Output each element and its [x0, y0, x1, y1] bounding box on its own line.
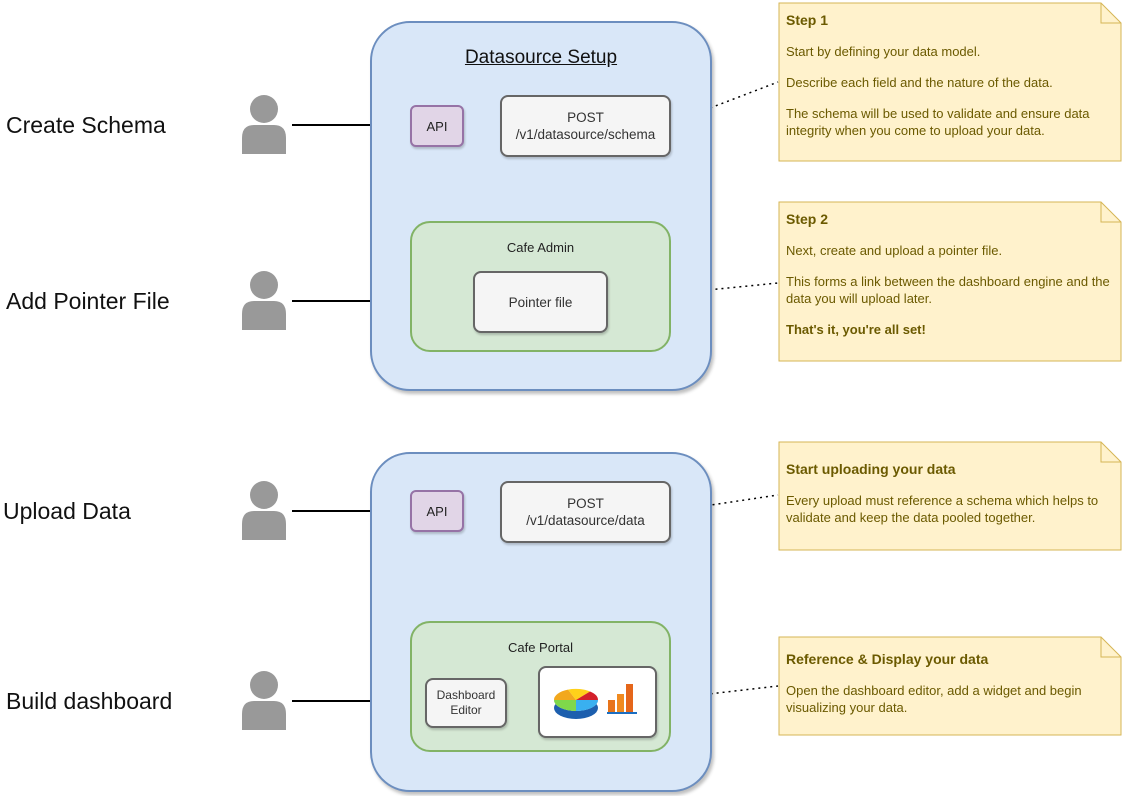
note-shape: [778, 201, 1122, 362]
note-paragraph: Start by defining your data model.: [786, 44, 981, 59]
note-reference-display: Reference & Display your data Open the d…: [778, 636, 1122, 736]
note-shape: [778, 2, 1122, 162]
user-icon: [242, 95, 286, 154]
note-step-1: Step 1 Start by defining your data model…: [778, 2, 1122, 162]
dashboard-editor-line2: Editor: [450, 703, 482, 717]
note-heading: Start uploading your data: [786, 461, 956, 477]
note-shape: [778, 441, 1122, 551]
cafe-admin-title: Cafe Admin: [506, 240, 575, 255]
note-paragraph: Next, create and upload a pointer file.: [786, 243, 1003, 258]
schema-endpoint-box[interactable]: POST /v1/datasource/schema: [500, 95, 671, 157]
dashboard-editor-box[interactable]: Dashboard Editor: [425, 678, 507, 728]
note-start-uploading: Start uploading your data Every upload m…: [778, 441, 1122, 551]
note-paragraph: The schema will be used to validate and …: [786, 106, 1090, 138]
user-icon: [242, 271, 286, 330]
pointer-file-label: Pointer file: [508, 294, 573, 310]
schema-endpoint-method: POST: [567, 110, 604, 125]
lane-label-build-dashboard: Build dashboard: [6, 688, 173, 714]
dashboard-widget-box[interactable]: [538, 666, 657, 738]
note-link-reference: [656, 685, 779, 701]
schema-api-box[interactable]: API: [410, 105, 464, 147]
pie-chart-icon: [553, 688, 598, 719]
user-icon: [242, 671, 286, 730]
note-shape: [778, 636, 1122, 736]
user-icon: [242, 481, 286, 540]
data-endpoint-path: /v1/datasource/data: [526, 513, 645, 528]
cafe-portal-title: Cafe Portal: [507, 640, 574, 655]
data-endpoint-box[interactable]: POST /v1/datasource/data: [500, 481, 671, 543]
datasource-setup-title: Datasource Setup: [464, 47, 618, 68]
note-step-2: Step 2 Next, create and upload a pointer…: [778, 201, 1122, 362]
note-paragraph: Describe each field and the nature of th…: [786, 75, 1053, 90]
lane-label-add-pointer-file: Add Pointer File: [6, 288, 170, 314]
schema-endpoint-path: /v1/datasource/schema: [515, 127, 656, 142]
note-emphasis: That's it, you're all set!: [786, 322, 926, 337]
data-endpoint-method: POST: [567, 496, 604, 511]
note-heading: Step 2: [786, 211, 829, 227]
lane-label-create-schema: Create Schema: [6, 112, 166, 138]
note-paragraph: This forms a link between the dashboard …: [786, 274, 1110, 306]
note-heading: Step 1: [786, 12, 829, 28]
dashboard-editor-line1: Dashboard: [436, 688, 496, 702]
data-api-box[interactable]: API: [410, 490, 464, 532]
note-paragraph: Every upload must reference a schema whi…: [786, 493, 1099, 525]
bar-chart-icon: [607, 684, 637, 714]
pointer-file-box[interactable]: Pointer file: [473, 271, 608, 333]
lane-label-upload-data: Upload Data: [3, 498, 131, 524]
note-heading: Reference & Display your data: [786, 651, 989, 667]
note-paragraph: Open the dashboard editor, add a widget …: [786, 683, 1082, 715]
